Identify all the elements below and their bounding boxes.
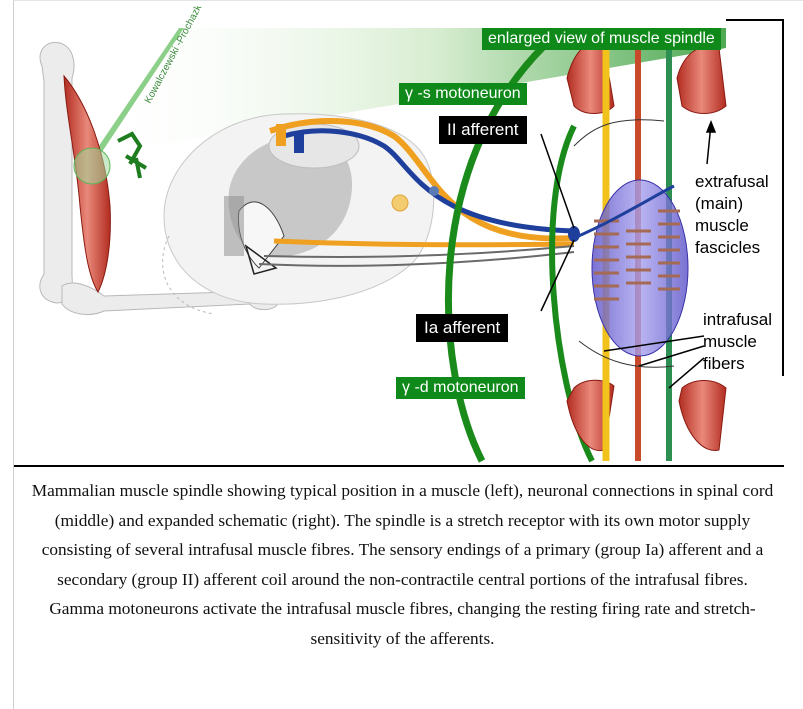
intrafusal-label: intrafusal muscle fibers xyxy=(703,309,772,375)
grey-matter-shade xyxy=(224,196,244,256)
ia-afferent-label: Ia afferent xyxy=(416,314,508,342)
gamma-d-label: γ -d motoneuron xyxy=(396,377,525,399)
spindle-capsule xyxy=(592,180,688,356)
spindle-location-marker xyxy=(74,148,110,184)
ia-ending xyxy=(568,226,580,242)
ia-root xyxy=(276,124,286,146)
enlarged-view-label: enlarged view of muscle spindle xyxy=(482,28,721,50)
extrafusal-label: extrafusal (main) muscle fascicles xyxy=(695,171,769,259)
ii-root xyxy=(294,131,304,153)
ii-afferent-label: II afferent xyxy=(439,116,527,144)
muscle-spindle-figure: Kowalczewski -Prochazka xyxy=(14,6,799,468)
figure-caption: Mammalian muscle spindle showing typical… xyxy=(30,476,775,653)
gamma-s-label: γ -s motoneuron xyxy=(399,83,527,105)
